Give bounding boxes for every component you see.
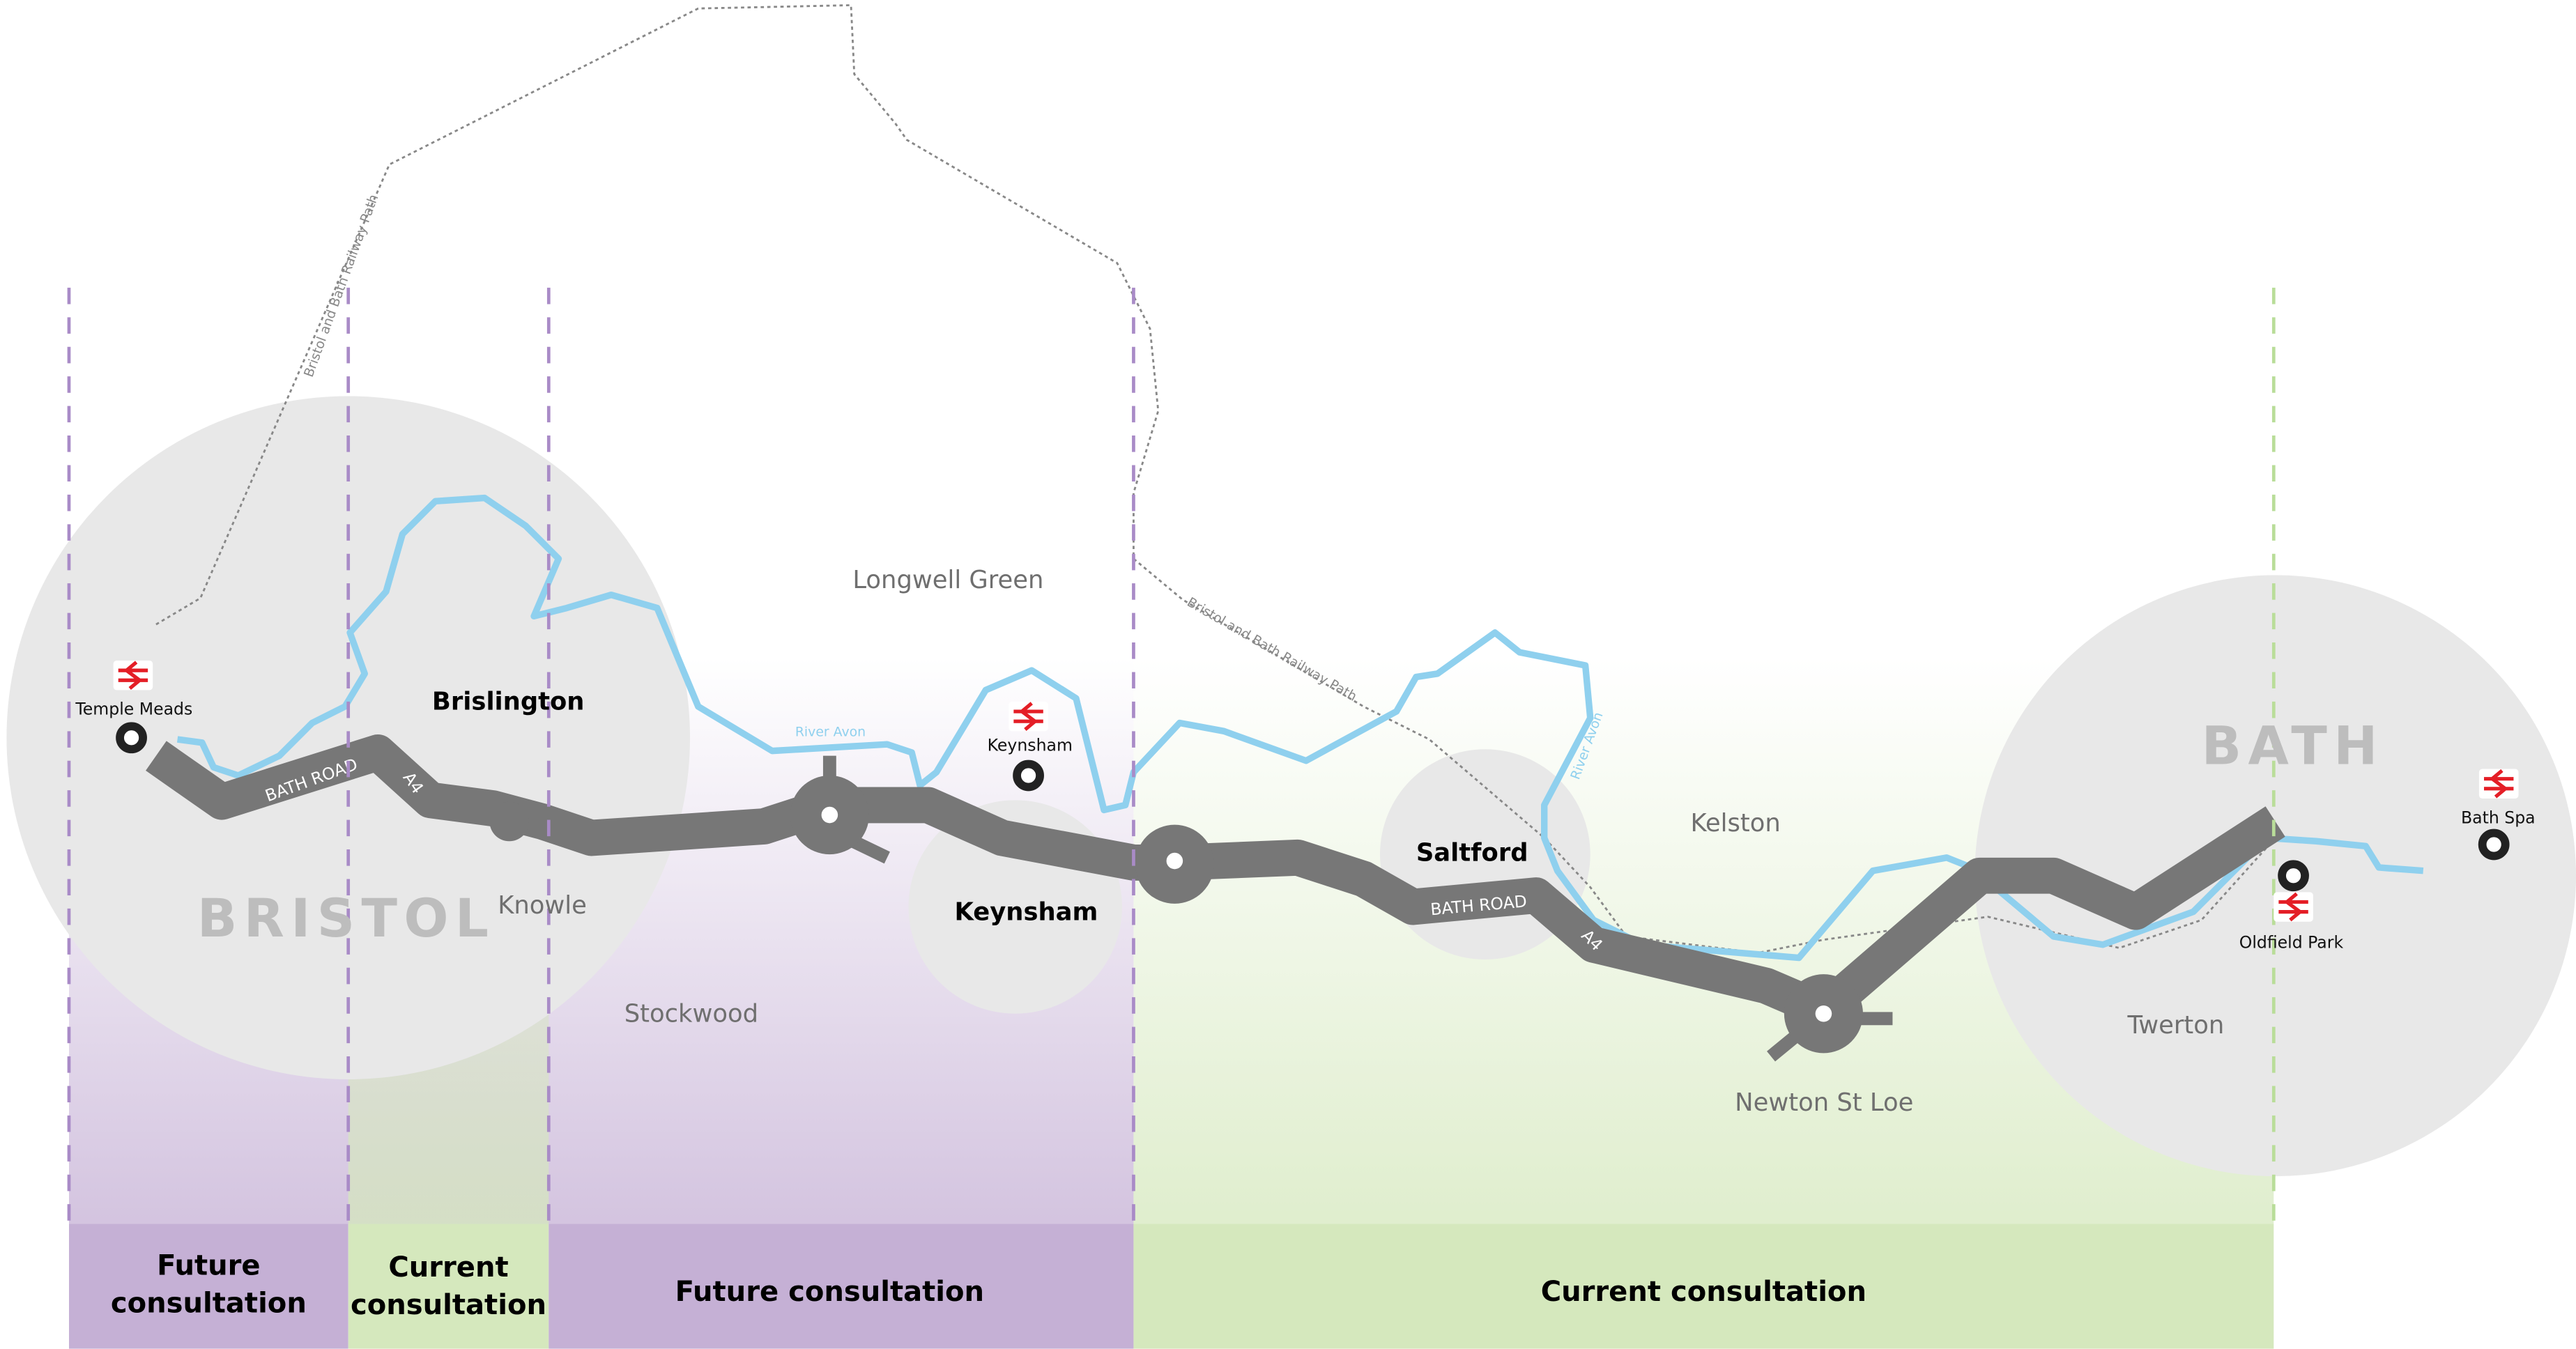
national-rail-icon xyxy=(2274,892,2313,921)
station-keynsham[interactable]: Keynsham xyxy=(988,702,1073,792)
river-avon xyxy=(176,494,2424,962)
place-label: Knowle xyxy=(498,891,587,920)
band-label: Current consultation xyxy=(1541,1276,1866,1308)
band-current-brislington xyxy=(348,1224,549,1349)
band-future-keynsham xyxy=(549,1224,1134,1349)
city-label-bath: BATH xyxy=(2202,715,2384,776)
station-bath-spa[interactable]: Bath Spa xyxy=(2461,769,2536,861)
place-label: Longwell Green xyxy=(852,566,1043,594)
station-marker-icon xyxy=(1013,760,1044,792)
city-label-bristol: BRISTOL xyxy=(197,888,496,949)
roundabout xyxy=(489,801,529,842)
band-current-bath xyxy=(1133,1224,2274,1349)
station-label: Oldfield Park xyxy=(2239,932,2344,952)
zone-dividers xyxy=(67,287,2276,1224)
national-rail-icon xyxy=(114,661,153,690)
town-label: Keynsham xyxy=(955,897,1098,926)
place-label: Stockwood xyxy=(624,1000,758,1028)
station-temple-meads[interactable]: Temple Meads xyxy=(75,661,192,754)
band-label: Current xyxy=(388,1251,508,1284)
station-label: Temple Meads xyxy=(75,700,192,719)
station-oldfield-park[interactable]: Oldfield Park xyxy=(2239,860,2344,952)
station-marker-icon xyxy=(2278,860,2309,892)
station-marker-icon xyxy=(2478,828,2510,861)
place-label: Kelston xyxy=(1691,809,1781,838)
band-label: Future xyxy=(157,1250,261,1282)
river-label: River Avon xyxy=(795,725,866,739)
place-label: Twerton xyxy=(2126,1011,2224,1040)
station-label: Keynsham xyxy=(988,736,1073,755)
town-label: Brislington xyxy=(432,688,585,716)
railway-path-label: Bristol and Bath Railway Path xyxy=(302,192,382,379)
bath-area xyxy=(1975,575,2576,1177)
place-label: Newton St Loe xyxy=(1735,1088,1913,1117)
national-rail-icon xyxy=(2479,769,2519,799)
station-label: Bath Spa xyxy=(2461,808,2536,827)
band-label: Future consultation xyxy=(675,1276,984,1308)
band-future-bristol xyxy=(69,1224,348,1349)
town-label: Saltford xyxy=(1416,839,1528,868)
station-marker-icon xyxy=(116,722,147,754)
national-rail-icon xyxy=(1009,702,1048,731)
band-label: consultation xyxy=(351,1289,546,1321)
a4-bath-road xyxy=(146,734,2285,1062)
band-label: consultation xyxy=(111,1288,307,1320)
